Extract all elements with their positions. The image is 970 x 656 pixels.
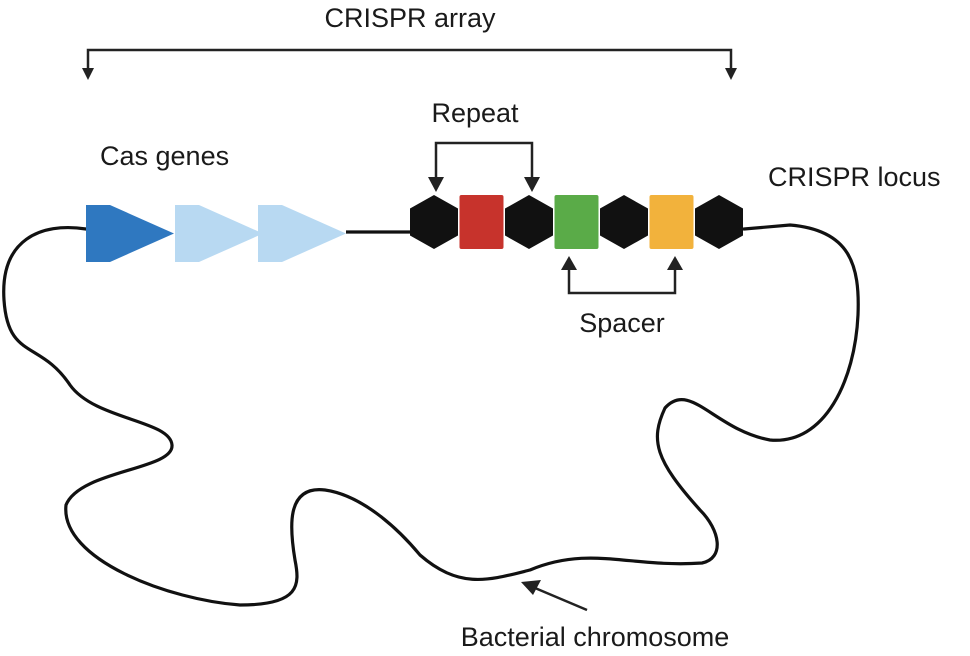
bacterial-chromosome-label: Bacterial chromosome bbox=[461, 622, 730, 652]
chromosome-pointer-line bbox=[534, 586, 588, 612]
repeat-hexagon-4 bbox=[695, 195, 743, 249]
cas-gene-1 bbox=[86, 205, 174, 262]
cas-genes-group bbox=[86, 205, 346, 262]
repeat-hexagon-3 bbox=[600, 195, 648, 249]
chromosome-pointer-arrow-icon bbox=[521, 580, 541, 595]
spacer-block-3 bbox=[649, 195, 694, 249]
repeat-hexagon-2 bbox=[505, 195, 553, 249]
repeat-left-arrow-icon bbox=[428, 177, 444, 192]
spacer-block-2 bbox=[554, 195, 599, 249]
repeat-right-arrow-icon bbox=[524, 177, 540, 192]
crispr-array-left-arrow-icon bbox=[82, 68, 94, 80]
spacer-label: Spacer bbox=[579, 308, 665, 338]
cas-gene-2 bbox=[175, 205, 263, 262]
crispr-array-elements bbox=[410, 195, 743, 249]
bacterial-chromosome-line bbox=[2, 223, 860, 607]
repeat-bracket bbox=[434, 141, 534, 183]
spacer-bracket bbox=[567, 264, 677, 295]
crispr-locus-label: CRISPR locus bbox=[768, 162, 941, 192]
cas-genes-label: Cas genes bbox=[100, 141, 229, 171]
spacer-left-arrow-icon bbox=[561, 256, 577, 270]
repeat-hexagon-1 bbox=[410, 195, 458, 249]
crispr-array-bracket bbox=[86, 48, 733, 72]
cas-gene-3 bbox=[258, 205, 346, 262]
crispr-array-right-arrow-icon bbox=[725, 68, 737, 80]
spacer-block-1 bbox=[459, 195, 504, 249]
spacer-right-arrow-icon bbox=[667, 256, 683, 270]
repeat-label: Repeat bbox=[431, 98, 519, 128]
crispr-array-label: CRISPR array bbox=[324, 3, 496, 33]
